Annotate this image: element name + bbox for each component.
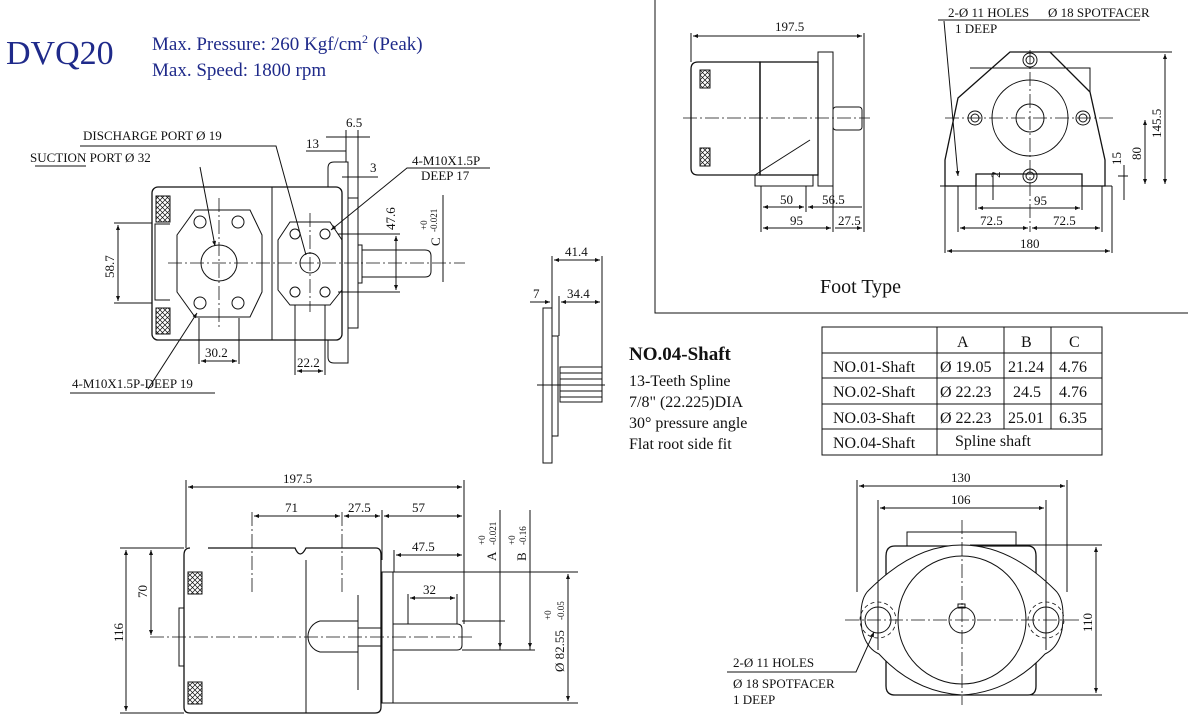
table-header-b: B bbox=[1021, 334, 1032, 351]
table-row: NO.01-Shaft Ø 19.05 21.24 4.76 bbox=[833, 359, 1087, 376]
foot-spotfacer-label: Ø 18 SPOTFACER bbox=[1048, 5, 1150, 20]
table-cell: 24.5 bbox=[1013, 384, 1041, 401]
pressure-text: Max. Pressure: 260 Kgf/cm bbox=[152, 34, 362, 55]
table-cell: Ø 22.23 bbox=[940, 410, 992, 427]
table-header-a: A bbox=[957, 334, 969, 351]
dim-3: 3 bbox=[370, 160, 377, 175]
flange-holes-label: 2-Ø 11 HOLES bbox=[733, 655, 814, 670]
suction-port-label: SUCTION PORT Ø 32 bbox=[30, 150, 151, 165]
side-dim-82-55: Ø 82.55 bbox=[552, 630, 567, 672]
foot-holes-label: 2-Ø 11 HOLES bbox=[948, 5, 1029, 20]
foot-dim-145-5: 145.5 bbox=[1149, 109, 1164, 138]
foot-type-title: Foot Type bbox=[820, 276, 901, 298]
spline-line: 7/8" (22.225)DIA bbox=[629, 394, 744, 411]
table-cell: NO.03-Shaft bbox=[833, 410, 916, 427]
tol-c-minus: -0.021 bbox=[429, 209, 439, 232]
dim-58-7: 58.7 bbox=[102, 255, 117, 278]
foot-dim-50: 50 bbox=[780, 192, 793, 207]
spline-line: 30° pressure angle bbox=[629, 415, 747, 432]
spline-line: 13-Teeth Spline bbox=[629, 373, 731, 390]
dim-6-5: 6.5 bbox=[346, 115, 362, 130]
foot-dim-80: 80 bbox=[1129, 147, 1144, 160]
tol-a-plus: +0 bbox=[477, 535, 487, 545]
front-view: DISCHARGE PORT Ø 19 SUCTION PORT Ø 32 13… bbox=[30, 115, 490, 394]
pressure-suffix: (Peak) bbox=[373, 34, 423, 55]
flange-dim-130: 130 bbox=[951, 470, 971, 485]
max-pressure: Max. Pressure: 260 Kgf/cm2 (Peak) bbox=[152, 32, 423, 55]
flange-deep-label: 1 DEEP bbox=[733, 692, 775, 707]
table-cell: 21.24 bbox=[1008, 359, 1044, 376]
foot-dim-2: 2 bbox=[988, 172, 1003, 179]
side-dim-116: 116 bbox=[111, 622, 126, 642]
table-cell: 4.76 bbox=[1059, 359, 1087, 376]
foot-dim-180: 180 bbox=[1020, 236, 1040, 251]
spline-detail: 41.4 7 34.4 NO.04-Shaft 13-Teeth Spline … bbox=[530, 244, 747, 464]
foot-dim-95: 95 bbox=[1034, 193, 1047, 208]
foot-deep-label: 1 DEEP bbox=[955, 21, 997, 36]
tol-82-plus: +0 bbox=[543, 610, 553, 620]
spline-title: NO.04-Shaft bbox=[629, 344, 732, 365]
dim-30-2: 30.2 bbox=[205, 345, 228, 360]
tol-a-minus: -0.021 bbox=[488, 522, 498, 545]
side-dim-32: 32 bbox=[423, 582, 436, 597]
table-row: NO.03-Shaft Ø 22.23 25.01 6.35 bbox=[833, 410, 1087, 427]
side-dim-47-5: 47.5 bbox=[412, 539, 435, 554]
tol-b-minus: -0.16 bbox=[518, 526, 528, 545]
thread-label-right: 4-M10X1.5P bbox=[412, 153, 480, 168]
side-dim-71: 71 bbox=[285, 500, 298, 515]
model-title: DVQ20 bbox=[6, 35, 114, 72]
dim-22-2: 22.2 bbox=[297, 355, 320, 370]
foot-dim-95-side: 95 bbox=[790, 213, 803, 228]
table-row: NO.04-Shaft Spline shaft bbox=[833, 433, 1032, 452]
header: DVQ20 Max. Pressure: 260 Kgf/cm2 (Peak) M… bbox=[6, 32, 423, 81]
table-cell: NO.02-Shaft bbox=[833, 384, 916, 401]
discharge-port-label: DISCHARGE PORT Ø 19 bbox=[83, 128, 222, 143]
spline-line: Flat root side fit bbox=[629, 436, 732, 453]
thread-label-left: 4-M10X1.5P-DEEP 19 bbox=[72, 376, 193, 391]
side-dim-a: A bbox=[484, 551, 499, 561]
table-cell: NO.04-Shaft bbox=[833, 435, 916, 452]
thread-depth-right: DEEP 17 bbox=[421, 168, 470, 183]
pressure-superscript: 2 bbox=[362, 32, 368, 46]
foot-dim-27-5: 27.5 bbox=[838, 213, 861, 228]
dim-47-6: 47.6 bbox=[383, 207, 398, 230]
table-cell: 4.76 bbox=[1059, 384, 1087, 401]
side-dim-70: 70 bbox=[135, 585, 150, 598]
side-dim-197-5: 197.5 bbox=[283, 471, 312, 486]
foot-type-panel: 197.5 50 56.5 95 27.5 2-Ø 11 HOLES Ø 18 … bbox=[654, 0, 1188, 314]
table-cell: Ø 22.23 bbox=[940, 384, 992, 401]
dim-13: 13 bbox=[306, 136, 319, 151]
flange-dim-106: 106 bbox=[951, 492, 971, 507]
table-cell: 6.35 bbox=[1059, 410, 1087, 427]
table-row: NO.02-Shaft Ø 22.23 24.5 4.76 bbox=[833, 384, 1087, 401]
spline-dim-7: 7 bbox=[533, 286, 540, 301]
spline-dim-41-4: 41.4 bbox=[565, 244, 588, 259]
spline-dim-34-4: 34.4 bbox=[567, 286, 590, 301]
foot-dim-15: 15 bbox=[1109, 152, 1124, 165]
side-dim-27-5: 27.5 bbox=[348, 500, 371, 515]
table-cell: NO.01-Shaft bbox=[833, 359, 916, 376]
foot-dim-72-5-left: 72.5 bbox=[980, 213, 1003, 228]
flange-spotfacer-label: Ø 18 SPOTFACER bbox=[733, 676, 835, 691]
tol-b-plus: +0 bbox=[507, 535, 517, 545]
flange-dim-110: 110 bbox=[1080, 613, 1095, 632]
side-dim-57: 57 bbox=[412, 500, 426, 515]
table-cell: 25.01 bbox=[1008, 410, 1044, 427]
tol-c-plus: +0 bbox=[419, 220, 429, 230]
side-dim-b: B bbox=[514, 552, 529, 561]
tol-82-minus: -0.05 bbox=[556, 601, 566, 620]
flange-view: 130 106 110 2-Ø 11 HOLES Ø 18 SPOTFACER … bbox=[727, 470, 1102, 707]
foot-dim-197-5: 197.5 bbox=[775, 19, 804, 34]
table-cell: Ø 19.05 bbox=[940, 359, 992, 376]
foot-dim-56-5: 56.5 bbox=[822, 192, 845, 207]
table-cell: Spline shaft bbox=[955, 433, 1032, 450]
foot-dim-72-5-right: 72.5 bbox=[1053, 213, 1076, 228]
dim-c: C bbox=[428, 237, 443, 246]
side-view: 197.5 71 27.5 57 47.5 32 116 70 A +0 -0.… bbox=[111, 471, 578, 714]
shaft-table: A B C NO.01-Shaft Ø 19.05 21.24 4.76 NO.… bbox=[821, 326, 1103, 456]
table-header-c: C bbox=[1069, 334, 1080, 351]
max-speed: Max. Speed: 1800 rpm bbox=[152, 60, 326, 81]
